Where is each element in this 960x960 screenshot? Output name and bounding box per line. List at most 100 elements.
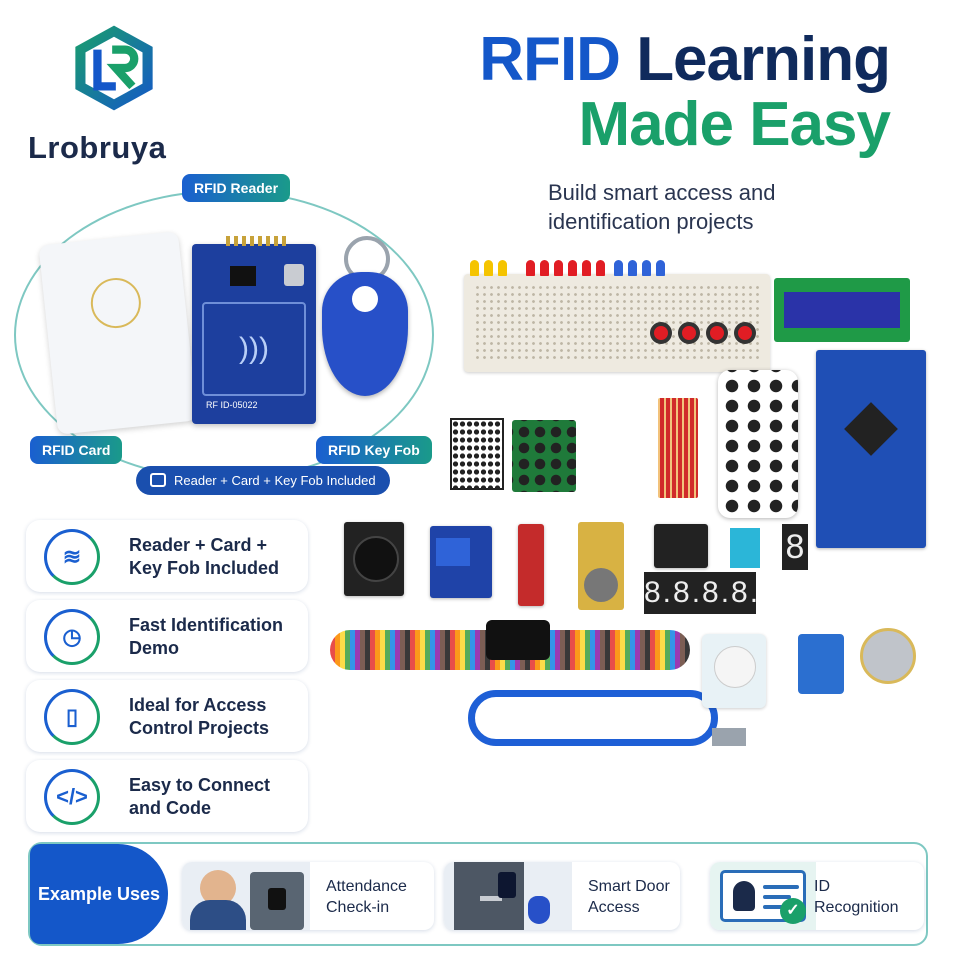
feature-item: </> Easy to Connect and Code: [26, 760, 308, 832]
pir-sensor: [702, 634, 766, 708]
feature-item: ≋ Reader + Card + Key Fob Included: [26, 520, 308, 592]
seven-segment-1: 8: [782, 524, 808, 570]
reader-antenna: [202, 302, 306, 396]
joystick-module: [344, 522, 404, 596]
person-body: [190, 900, 246, 930]
arduino-mega-board: [816, 350, 926, 548]
fob-hole: [352, 286, 378, 312]
brand-name: Lrobruya: [28, 130, 167, 165]
stepper-motor: [860, 628, 916, 684]
push-button: [734, 322, 756, 344]
led: [470, 260, 479, 276]
breadboard: [464, 260, 770, 372]
water-sensor: [658, 398, 698, 498]
example-uses-label: Example Uses: [30, 844, 168, 944]
reader-board-text: RF ID-05022: [206, 400, 258, 410]
feature-text: Fast Identification Demo: [129, 615, 284, 658]
led: [540, 260, 549, 276]
id-line: [763, 895, 791, 899]
usb-plug: [712, 728, 746, 746]
push-button: [706, 322, 728, 344]
dht-sensor: [730, 528, 760, 568]
feature-text: Reader + Card + Key Fob Included: [129, 535, 280, 578]
key-fob-icon: [528, 896, 550, 924]
id-avatar: [733, 881, 755, 911]
check-icon: ✓: [780, 898, 806, 924]
box-icon: [150, 473, 166, 487]
led: [582, 260, 591, 276]
kit-components-image: 8 8.8.8.8.: [320, 250, 950, 750]
rfid-reader-label: RFID Reader: [182, 174, 291, 202]
subheadline: Build smart access and identification pr…: [548, 180, 776, 234]
rfid-card-label: RFID Card: [30, 436, 123, 464]
terminal: [250, 872, 304, 930]
led: [526, 260, 535, 276]
id-line: [763, 885, 799, 889]
feature-text: Ideal for Access Control Projects: [129, 695, 270, 738]
headline-made-easy: Made Easy: [578, 90, 891, 159]
keypad-module: [512, 420, 576, 492]
included-badge-text: Reader + Card + Key Fob Included: [174, 473, 376, 488]
sound-sensor: [518, 524, 544, 606]
reader-crystal: [284, 264, 304, 286]
usb-cable: [468, 690, 718, 746]
brand-logo: Lrobruya: [22, 18, 202, 165]
rfid-key-fob-label: RFID Key Fob: [316, 436, 432, 464]
rfid-waves-icon: ))): [239, 332, 269, 365]
push-button: [678, 322, 700, 344]
led: [484, 260, 493, 276]
door-handle: [480, 896, 502, 901]
feature-list: ≋ Reader + Card + Key Fob Included ◷ Fas…: [26, 520, 308, 840]
servo-motor: [798, 634, 844, 694]
battery-clip: [486, 620, 550, 660]
led-matrix: [450, 418, 504, 490]
use-text: ID Recognition: [814, 878, 899, 916]
headline-learning: Learning: [636, 25, 891, 94]
stopwatch-icon: ◷: [44, 609, 100, 665]
rtc-module: [578, 522, 624, 610]
feature-item: ▯ Ideal for Access Control Projects: [26, 680, 308, 752]
ir-remote: [718, 370, 798, 518]
id-card-icon: ✓: [710, 862, 816, 930]
led: [614, 260, 623, 276]
led: [568, 260, 577, 276]
feature-item: ◷ Fast Identification Demo: [26, 600, 308, 672]
lcd-screen: [784, 292, 900, 328]
included-badge: Reader + Card + Key Fob Included: [136, 466, 390, 495]
use-card-id-recognition: ✓ ID Recognition: [710, 862, 924, 930]
headline: RFID Learning Made Easy: [479, 25, 891, 159]
rfid-card-image: [38, 231, 198, 435]
led: [628, 260, 637, 276]
lcd-module: [774, 278, 910, 342]
led: [596, 260, 605, 276]
led: [498, 260, 507, 276]
id-line: [763, 905, 783, 909]
led: [656, 260, 665, 276]
led: [554, 260, 563, 276]
use-card-attendance: Attendance Check-in: [182, 862, 434, 930]
headline-rfid: RFID: [479, 25, 621, 94]
feature-text: Easy to Connect and Code: [129, 775, 271, 818]
card-coil: [88, 275, 144, 331]
fingerprint-terminal-icon: [182, 862, 310, 930]
use-text: Smart Door Access: [588, 878, 670, 916]
reader-pins: [226, 236, 286, 246]
use-text: Attendance Check-in: [326, 878, 407, 916]
wifi-tag-icon: ≋: [44, 529, 100, 585]
seven-segment-4: 8.8.8.8.: [644, 572, 758, 614]
rfid-key-fob-image: [322, 272, 408, 396]
door-keypad: [498, 872, 516, 898]
rfid-reader-image: ))) RF ID-05022: [192, 236, 316, 424]
code-icon: </>: [44, 769, 100, 825]
use-card-smart-door: Smart Door Access: [444, 862, 680, 930]
door-icon: ▯: [44, 689, 100, 745]
example-uses-bar: Example Uses Attendance Check-in Smart D…: [28, 842, 928, 946]
reader-chip: [230, 266, 256, 286]
lr-logo-icon: [75, 25, 153, 111]
rgb-led-module: [654, 524, 708, 568]
push-button: [650, 322, 672, 344]
led: [642, 260, 651, 276]
relay-module: [430, 526, 492, 598]
mega-chip: [844, 402, 898, 456]
smart-door-icon: [444, 862, 572, 930]
